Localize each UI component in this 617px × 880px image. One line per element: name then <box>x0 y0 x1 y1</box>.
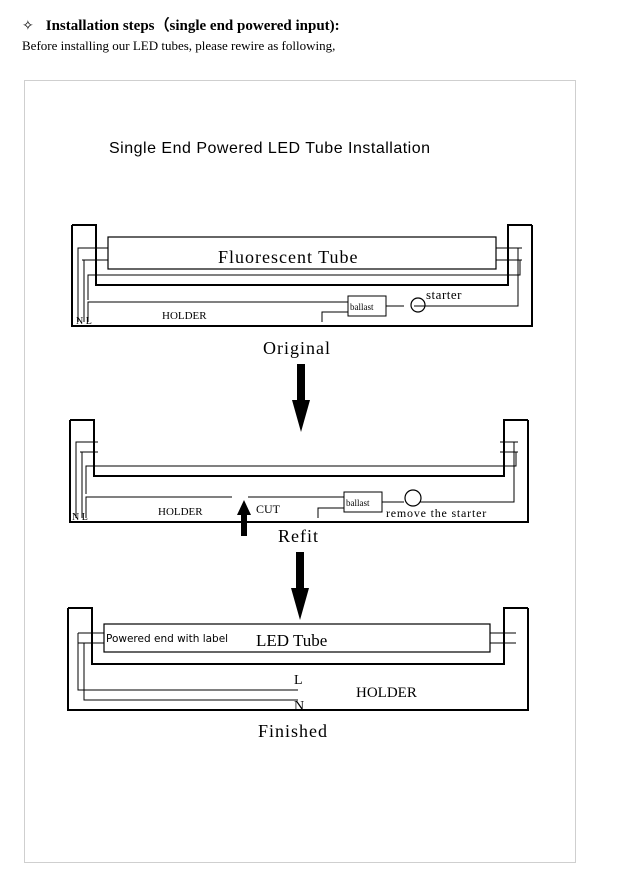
down-arrow-icon <box>292 364 310 432</box>
diagram-title: Single End Powered LED Tube Installation <box>109 140 431 157</box>
l-label: L <box>294 673 303 688</box>
fluorescent-tube <box>107 236 497 270</box>
holder-label: HOLDER <box>162 310 207 322</box>
nl-label: N L <box>76 316 92 327</box>
down-arrow-icon <box>291 552 309 620</box>
led-tube <box>103 623 491 653</box>
led-tube-label: LED Tube <box>256 631 327 650</box>
original-diagram <box>71 224 533 327</box>
refit-diagram <box>69 419 529 523</box>
remove-starter-label: remove the starter <box>386 506 487 520</box>
diamond-bullet-icon: ✧ <box>22 18 34 34</box>
heading-text: Installation steps（single end powered in… <box>45 18 340 34</box>
starter-circle <box>410 297 426 313</box>
ballast-box <box>347 295 387 317</box>
n-label: N <box>294 699 304 714</box>
finished-caption: Finished <box>258 721 328 741</box>
up-arrow-icon <box>237 500 251 536</box>
refit-ballast-label: ballast <box>346 498 370 508</box>
refit-holder-label: HOLDER <box>158 506 203 518</box>
refit-starter-circle <box>404 489 422 507</box>
cut-label: CUT <box>256 502 281 516</box>
refit-ballast-box <box>343 491 383 513</box>
finished-holder-label: HOLDER <box>356 685 417 701</box>
fluorescent-tube-label: Fluorescent Tube <box>218 247 359 267</box>
starter-label: starter <box>426 287 462 302</box>
finished-diagram <box>67 607 529 711</box>
refit-caption: Refit <box>278 526 319 546</box>
intro-text: Before installing our LED tubes, please … <box>22 38 336 53</box>
diagram-frame <box>24 80 576 863</box>
ballast-label: ballast <box>350 302 374 312</box>
section-heading: ✧ Installation steps（single end powered i… <box>22 14 340 35</box>
powered-end-label: Powered end with label <box>106 633 228 645</box>
original-caption: Original <box>263 338 331 358</box>
refit-nl-label: N L <box>72 512 88 523</box>
